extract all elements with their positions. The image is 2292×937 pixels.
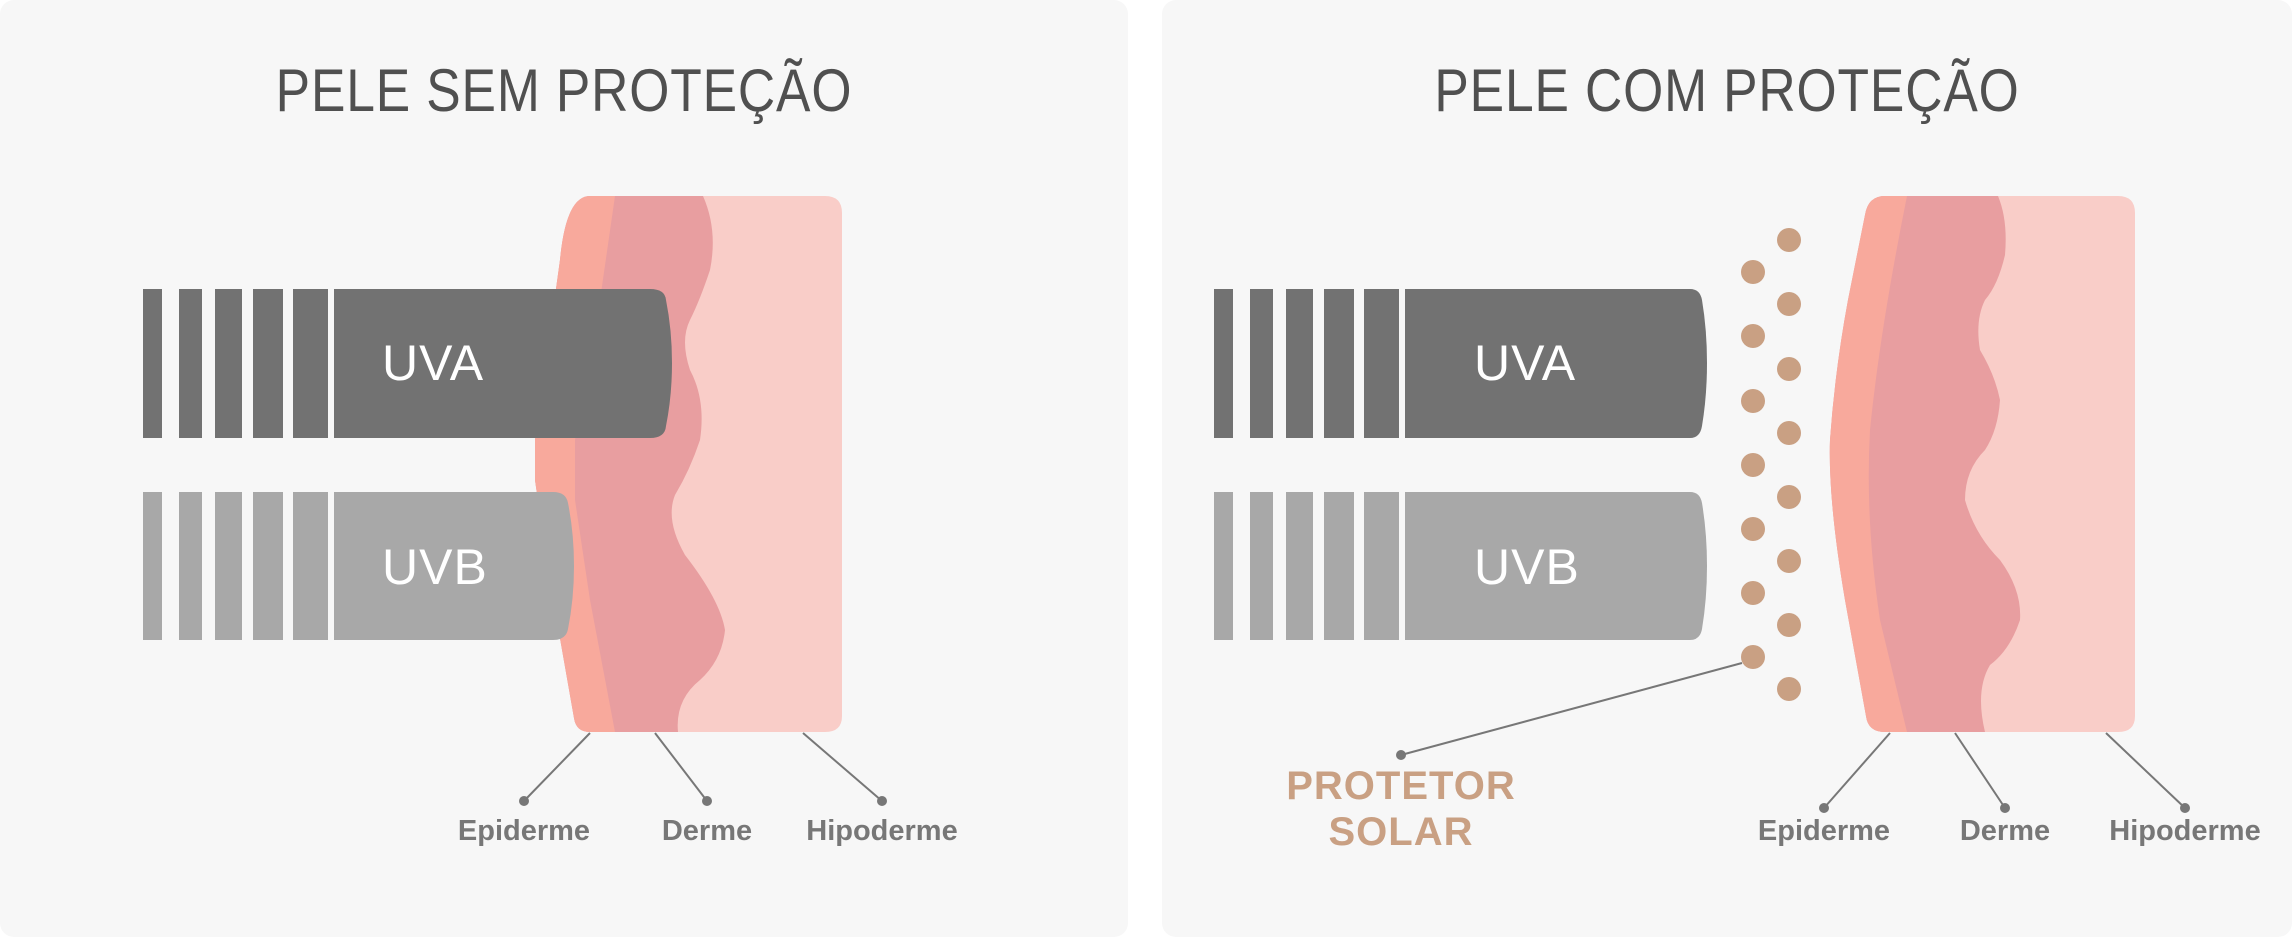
protetor-line2: SOLAR — [1328, 810, 1474, 854]
left-leader-lines — [519, 732, 887, 806]
left-uva-label: UVA — [382, 335, 485, 391]
right-label-epiderme: Epiderme — [1757, 815, 1891, 847]
right-uva-label: UVA — [1474, 335, 1577, 391]
left-label-hipoderme: Hipoderme — [806, 815, 958, 847]
right-skin-block — [1829, 196, 2135, 732]
title-com-protecao: PELE COM PROTEÇÃO — [1434, 57, 2020, 124]
right-label-hipoderme: Hipoderme — [2109, 815, 2261, 847]
right-label-derme: Derme — [1959, 815, 2051, 847]
left-skin-block — [535, 196, 842, 732]
protetor-particles — [1741, 228, 1801, 701]
right-leader-lines — [1819, 732, 2190, 813]
protetor-solar-label: PROTETOR SOLAR — [1266, 763, 1536, 855]
title-sem-protecao: PELE SEM PROTEÇÃO — [275, 57, 853, 124]
left-label-epiderme: Epiderme — [457, 815, 591, 847]
left-label-derme: Derme — [661, 815, 753, 847]
right-uva-ray — [1214, 289, 1707, 438]
right-uvb-label: UVB — [1474, 539, 1580, 595]
left-uvb-ray — [143, 492, 574, 640]
right-epiderme-shape — [1829, 196, 1907, 732]
left-uvb-label: UVB — [382, 539, 488, 595]
protetor-leader-line — [1396, 662, 1743, 760]
right-uvb-ray — [1214, 492, 1707, 640]
protetor-line1: PROTETOR — [1286, 764, 1516, 808]
left-uva-ray — [143, 289, 672, 438]
